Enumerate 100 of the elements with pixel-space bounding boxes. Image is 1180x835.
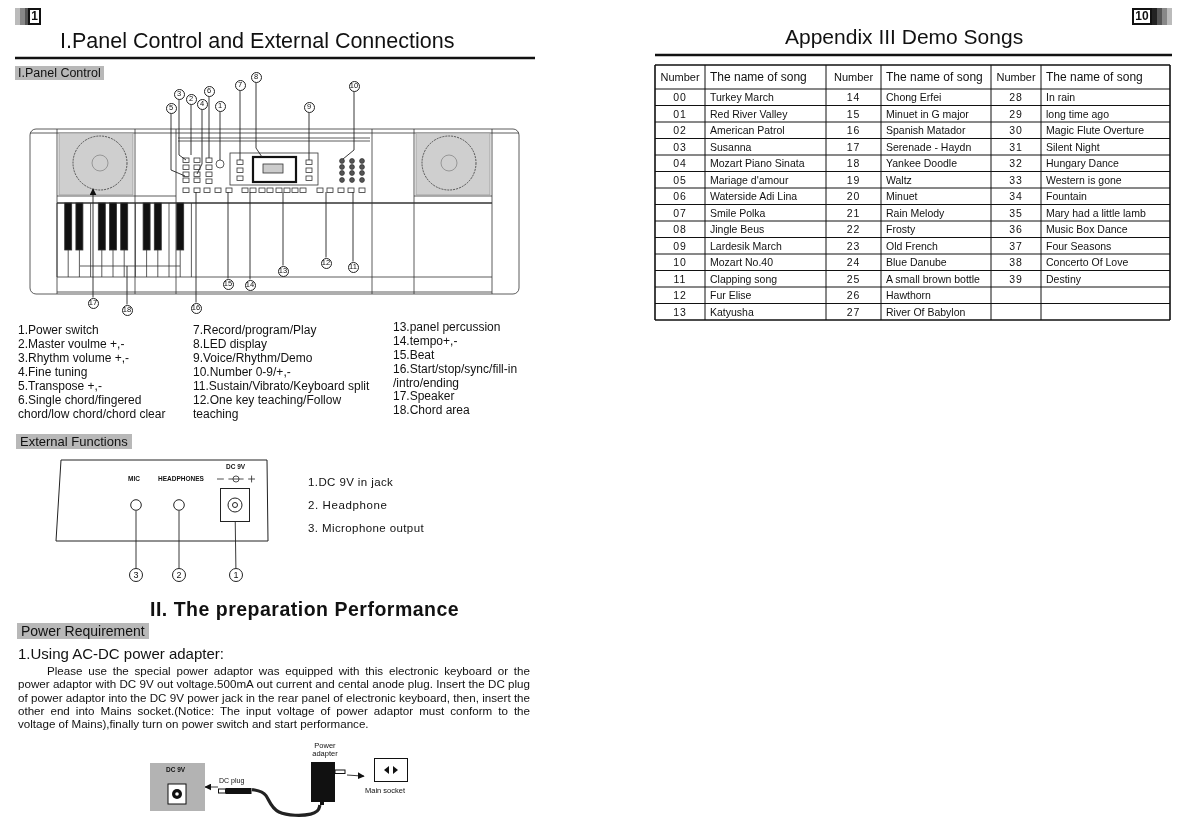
legend-item: 18.Chord area: [393, 404, 471, 418]
song-number: 38: [1009, 256, 1023, 268]
column-header: The name of song: [886, 70, 983, 84]
song-number: 08: [673, 223, 687, 235]
song-name: Concerto Of Love: [1046, 256, 1129, 268]
song-number: 39: [1009, 272, 1023, 285]
legend-item: 1.Power switch: [18, 324, 100, 338]
legend-item: 16.Start/stop/sync/fill-in /intro/ending: [393, 363, 519, 391]
song-name: Fur Elise: [710, 289, 752, 301]
legend-item: 10.Number 0-9/+,-: [193, 366, 292, 380]
song-number: 00: [673, 91, 687, 103]
song-number: 19: [846, 173, 861, 186]
song-number: 23: [846, 239, 861, 252]
song-number: 18: [846, 157, 861, 169]
song-name: Music Box Dance: [1046, 223, 1128, 235]
song-number: 25: [846, 272, 861, 285]
song-name: Smile Polka: [710, 206, 766, 219]
song-number: 04: [673, 157, 687, 169]
song-name: In rain: [1046, 91, 1076, 103]
song-number: 15: [846, 107, 861, 120]
leader-line: [234, 521, 237, 569]
song-name: Mozart No.40: [710, 256, 774, 268]
song-name: Mary had a little lamb: [1046, 206, 1146, 219]
legend-item: 17.Speaker: [393, 390, 455, 404]
song-name: Fountain: [1046, 190, 1087, 202]
song-name: long time ago: [1046, 107, 1110, 120]
song-name: Waltz: [886, 173, 912, 186]
song-name: Red River Valley: [710, 107, 788, 120]
leader-line: [282, 191, 284, 266]
leader-line: [219, 111, 221, 161]
song-number: 32: [1009, 157, 1023, 169]
leader-line: [170, 113, 186, 177]
section-heading: Power Requirement: [17, 623, 149, 639]
song-name: Serenade - Haydn: [886, 140, 972, 153]
leader-line: [308, 112, 310, 161]
power-jack-panel: [150, 763, 205, 811]
song-number: 10: [673, 256, 687, 268]
leader-line: [208, 96, 210, 159]
column-header: Number: [833, 71, 874, 83]
callout-number: 3: [129, 568, 143, 582]
song-number: 28: [1009, 91, 1023, 103]
section-heading: External Functions: [16, 434, 132, 449]
leader-line: [227, 191, 229, 279]
legend-item: 3.Rhythm volume +,-: [18, 352, 131, 366]
song-name: Spanish Matador: [886, 124, 966, 136]
body-paragraph: Please use the special power adaptor was equipped with this electronic keyboard or the power adaptor with DC 9V out voltage.500mA out current and cental anode plug. Insert the DC plug of power adaptor into the DC 9V power jack in the rear panel of electronic keyboard, then, insert the other end into Mains socket.(Notice: The input voltage of power adaptor must conform to the voltage of Mains),finally turn on power switch and start performance.: [18, 664, 530, 731]
song-number: 31: [1009, 140, 1023, 153]
legend-item: 13.panel percussion: [393, 321, 502, 335]
song-name: Mozart Piano Sinata: [710, 157, 805, 169]
page-title: Appendix III Demo Songs: [785, 25, 1024, 49]
legend-item: 12.One key teaching/Follow teaching: [193, 394, 343, 422]
leader-line: [249, 191, 251, 280]
leader-line: [178, 510, 180, 569]
legend-item: 6.Single chord/fingered chord/low chord/chord clear: [18, 394, 167, 422]
leader-line: [352, 191, 354, 262]
column-header: The name of song: [1046, 70, 1143, 84]
leader-line: [239, 90, 241, 161]
song-name: A small brown bottle: [886, 272, 980, 285]
song-name: Minuet: [886, 190, 918, 202]
song-name: Minuet in G major: [886, 107, 969, 120]
song-name: Turkey March: [710, 91, 774, 103]
legend-item: 9.Voice/Rhythm/Demo: [193, 352, 314, 366]
song-number: 05: [673, 173, 687, 186]
list-item: 2. Headphone: [308, 499, 388, 511]
song-number: 06: [673, 190, 687, 202]
song-number: 21: [846, 206, 861, 219]
song-name: Hawthorn: [886, 289, 931, 301]
song-number: 36: [1009, 223, 1023, 235]
song-name: Old French: [886, 239, 938, 252]
song-number: 02: [673, 124, 687, 136]
song-name: Susanna: [710, 140, 752, 153]
song-number: 26: [846, 289, 861, 301]
song-number: 29: [1009, 107, 1023, 120]
song-name: American Patrol: [710, 124, 785, 136]
leader-line: [126, 265, 128, 305]
leader-line: [196, 109, 203, 175]
song-name: Waterside Adi Lina: [710, 190, 798, 202]
song-number: 34: [1009, 190, 1023, 202]
page-number: 10: [1132, 8, 1152, 25]
leader-line: [190, 104, 192, 156]
song-number: 13: [673, 305, 687, 318]
song-number: 30: [1009, 124, 1023, 136]
song-name: Frosty: [886, 223, 916, 235]
song-name: Destiny: [1046, 272, 1081, 285]
leader-line: [255, 82, 263, 158]
section-heading: I.Panel Control: [15, 66, 104, 80]
song-name: Western is gone: [1046, 173, 1122, 186]
song-number: 22: [846, 223, 861, 235]
song-name: Jingle Beus: [710, 223, 765, 235]
list-item: 3. Microphone output: [308, 522, 425, 534]
legend-item: 15.Beat: [393, 349, 436, 363]
legend-item: 11.Sustain/Vibrato/Keyboard split: [193, 380, 371, 394]
callout-number: 1: [229, 568, 243, 582]
callout-number: 2: [172, 568, 186, 582]
song-number: 35: [1009, 206, 1023, 219]
song-name: Katyusha: [710, 305, 754, 318]
song-name: Chong Erfei: [886, 91, 942, 103]
song-number: 17: [846, 140, 861, 153]
song-number: 03: [673, 140, 687, 153]
list-item: 1.DC 9V in jack: [308, 476, 394, 488]
